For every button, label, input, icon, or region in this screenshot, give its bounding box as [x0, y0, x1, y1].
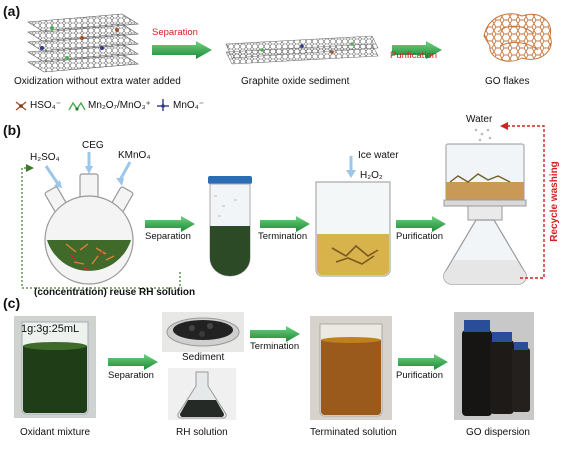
- reagent-kmno4: KMnO₄: [118, 150, 151, 161]
- h2o2-label: H₂O₂: [360, 170, 383, 181]
- go-flakes-illustration: [483, 13, 552, 62]
- graphite-stack-illustration: [27, 13, 139, 73]
- caption-oxidization: Oxidization without extra water added: [14, 76, 181, 87]
- water-label: Water: [466, 114, 493, 125]
- separation-label-c: Separation: [108, 370, 154, 381]
- water-droplets-icon: [474, 128, 492, 142]
- caption-terminated-solution: Terminated solution: [310, 427, 397, 438]
- graphite-oxide-sediment-illustration: [225, 35, 379, 65]
- termination-arrow-c: [250, 326, 300, 342]
- caption-graphite-oxide-sediment: Graphite oxide sediment: [241, 76, 350, 87]
- separation-label-a: Separation: [152, 27, 198, 38]
- ice-water-arrow: [346, 156, 356, 178]
- oxidant-mixture-photo: [14, 316, 96, 418]
- caption-rh-solution: RH solution: [176, 427, 228, 438]
- separation-arrow-a: [152, 41, 212, 59]
- purification-arrow-b: [396, 216, 446, 232]
- reagent-ceg: CEG: [82, 140, 104, 151]
- separation-arrow-b: [145, 216, 195, 232]
- separation-arrow-c: [108, 354, 158, 370]
- ratio-label: 1g:3g:25mL: [21, 323, 80, 335]
- purification-arrow-c: [398, 354, 448, 370]
- panel-a-tag: (a): [3, 3, 21, 19]
- go-dispersion-photo: [454, 312, 534, 420]
- purification-arrow-a: [392, 41, 442, 59]
- rh-solution-photo: [168, 368, 236, 420]
- termination-label-c: Termination: [250, 341, 300, 352]
- panel-c-tag: (c): [3, 295, 21, 311]
- purification-label-b: Purification: [396, 231, 443, 242]
- terminated-solution-photo: [310, 316, 392, 420]
- purification-label-c: Purification: [396, 370, 443, 381]
- panel-b-tag: (b): [3, 122, 21, 138]
- hso4-molecule-icon: [15, 101, 27, 111]
- legend-hso4-label: HSO₄⁻: [30, 100, 62, 111]
- reuse-rh-solution-label: (concentration) reuse RH solution: [34, 287, 196, 298]
- termination-arrow-b: [260, 216, 310, 232]
- caption-oxidant-mixture: Oxidant mixture: [20, 427, 91, 438]
- recycle-washing-label: Recycle washing: [548, 161, 560, 242]
- mno4-molecule-icon: [157, 99, 169, 111]
- reagent-h2so4: H₂SO₄: [30, 152, 60, 163]
- termination-label-b: Termination: [258, 231, 308, 242]
- sediment-label: Sediment: [182, 352, 225, 363]
- centrifuge-tube: [208, 176, 252, 277]
- vacuum-filtration-apparatus: [443, 143, 527, 285]
- legend-mn2o7-label: Mn₂O₇/MnO₃⁺: [88, 100, 151, 111]
- three-neck-flask: [44, 173, 134, 285]
- ice-water-label: Ice water: [358, 150, 399, 161]
- termination-beaker: [315, 181, 391, 277]
- purification-label-a: Purification: [390, 50, 437, 61]
- caption-go-dispersion: GO dispersion: [466, 427, 530, 438]
- mn2o7-molecule-icon: [68, 101, 86, 111]
- separation-label-b: Separation: [145, 231, 191, 242]
- sediment-photo: [162, 312, 244, 352]
- legend-mno4-label: MnO₄⁻: [173, 100, 205, 111]
- caption-go-flakes: GO flakes: [485, 76, 530, 87]
